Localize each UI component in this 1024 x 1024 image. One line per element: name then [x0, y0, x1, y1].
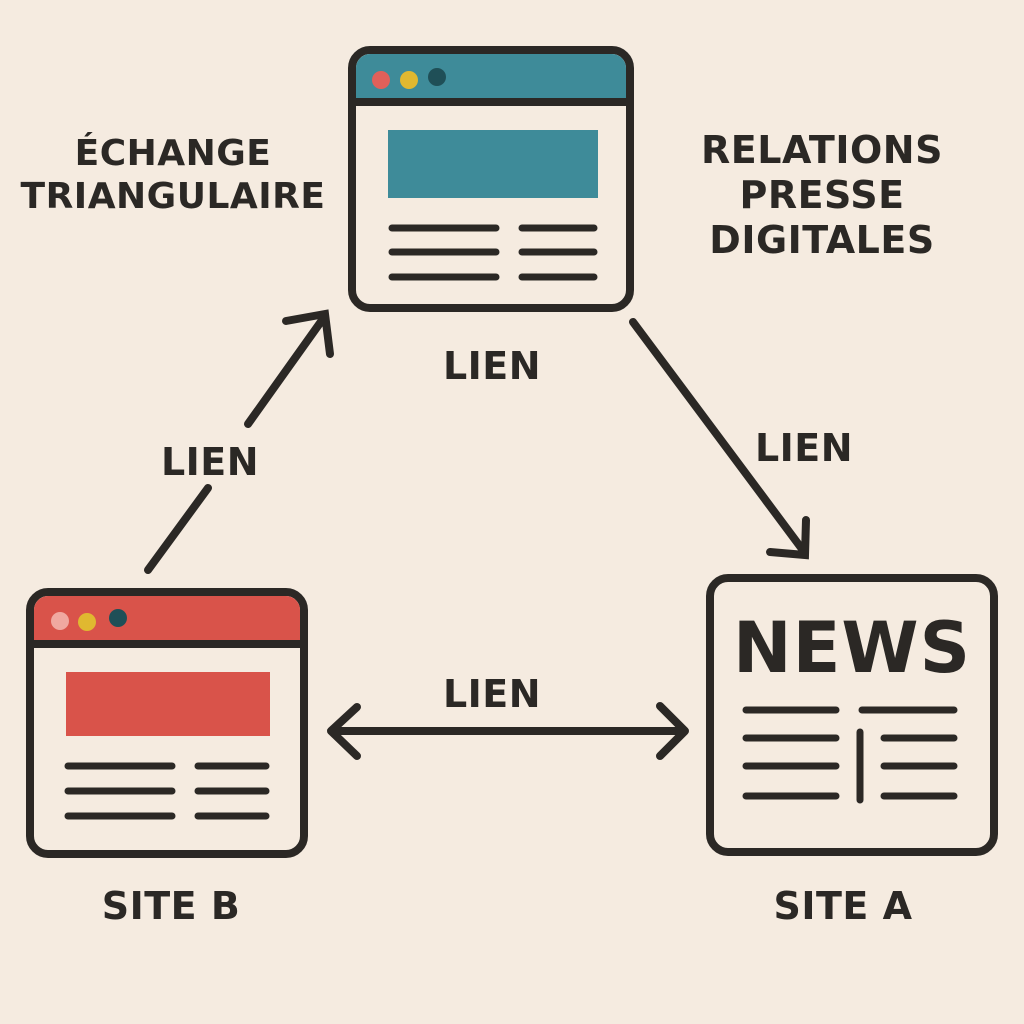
site-b-window-dot-pink: [51, 612, 69, 630]
right-annotation-line-2: PRESSE: [739, 172, 905, 217]
top-browser-window: [348, 46, 634, 312]
arrow-site-b-to-top: [144, 309, 334, 574]
top-window-header: [356, 54, 626, 100]
site-a-newspaper-frame: [706, 574, 998, 856]
site-b-window-dot-dark: [109, 609, 127, 627]
link-label-left: LIEN: [160, 440, 260, 484]
top-window-dot-red: [372, 71, 390, 89]
arrow-site-b-site-a-bidirectional: [327, 702, 689, 760]
left-annotation-title: ÉCHANGE TRIANGULAIRE: [18, 132, 328, 218]
link-label-right: LIEN: [754, 426, 854, 470]
right-annotation-line-1: RELATIONS: [701, 128, 943, 172]
left-annotation-line-2: TRIANGULAIRE: [20, 176, 326, 218]
top-window-text-lines: [388, 224, 598, 281]
link-label-bottom: LIEN: [442, 672, 542, 716]
site-a-caption: SITE A: [773, 884, 913, 928]
site-b-window-dot-yellow: [78, 613, 96, 631]
top-window-dot-dark: [428, 68, 446, 86]
top-window-banner: [388, 130, 598, 198]
arrow-top-to-site-a: [629, 318, 810, 560]
link-label-top: LIEN: [442, 344, 542, 388]
site-b-window-banner: [66, 672, 270, 736]
site-b-window-header: [34, 596, 300, 642]
site-b-caption: SITE B: [101, 884, 241, 928]
site-a-newspaper: [706, 574, 998, 856]
site-a-headline: NEWS: [732, 607, 972, 689]
right-annotation-title: RELATIONS PRESSE DIGITALES: [690, 128, 954, 262]
top-window-dot-yellow: [400, 71, 418, 89]
left-annotation-line-1: ÉCHANGE: [74, 133, 272, 174]
site-a-newspaper-text-lines: [742, 706, 958, 804]
right-annotation-line-3: DIGITALES: [709, 217, 935, 262]
site-b-browser-window: [26, 588, 308, 858]
site-b-window-text-lines: [64, 762, 270, 820]
